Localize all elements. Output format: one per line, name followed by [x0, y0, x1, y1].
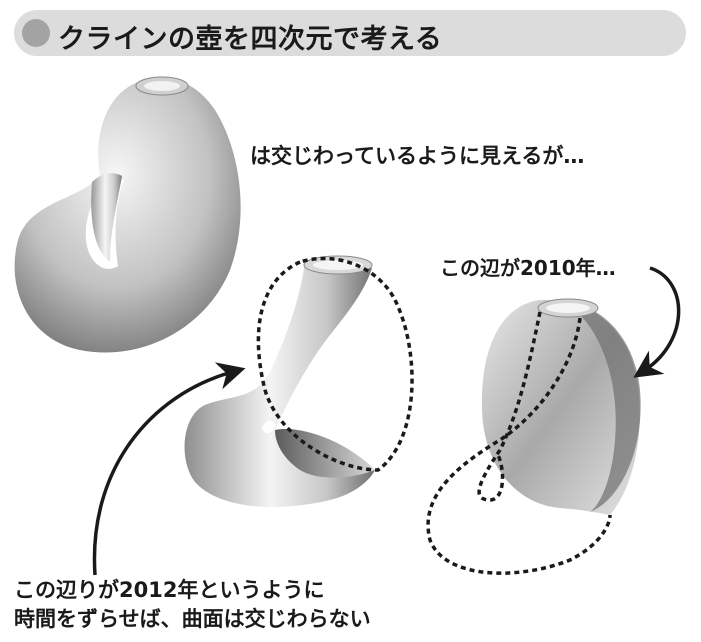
arrow-to-edge-2010 [633, 266, 681, 378]
bullet-icon [22, 19, 50, 47]
caption-intersect: は交じわっているように見えるが… [250, 144, 585, 168]
caption-time-shift-line1: この辺りが2012年というように [14, 578, 325, 602]
klein-bottle-intersecting [14, 76, 241, 353]
page-title: クラインの壺を四次元で考える [58, 24, 443, 55]
caption-time-shift-line2: 時間をずらせば、曲面は交じわらない [14, 607, 371, 631]
klein-bottle-shifted-neck [184, 255, 414, 507]
klein-bottle-edge-2010 [426, 298, 641, 575]
title-bar: クラインの壺を四次元で考える [14, 10, 686, 56]
caption-edge-2010: この辺が2010年… [440, 256, 616, 280]
arrow-to-shifted-neck [92, 362, 246, 576]
caption-time-shift: この辺りが2012年というように 時間をずらせば、曲面は交じわらない [14, 576, 371, 634]
